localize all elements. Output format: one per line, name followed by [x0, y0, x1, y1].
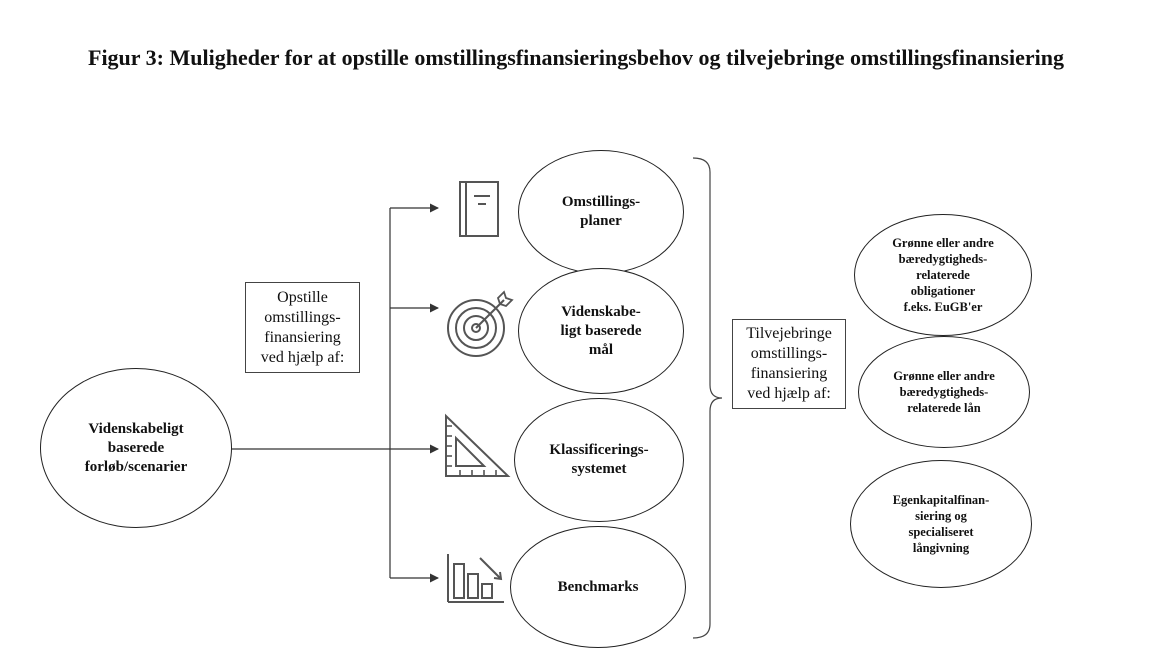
- right-info-box: Tilvejebringe omstillings- finansiering …: [732, 319, 846, 409]
- document-icon: [459, 181, 499, 237]
- bar-chart-icon: [447, 554, 504, 603]
- node-omstillingsplaner-label: Omstillings- planer: [561, 194, 641, 229]
- node-klassificering-label: Klassificerings- systemet: [549, 442, 649, 477]
- node-groenne-obligationer: Grønne eller andre bæredygtigheds- relat…: [854, 214, 1032, 336]
- node-benchmarks-label: Benchmarks: [557, 578, 639, 595]
- node-klassificeringssystemet: Klassificerings- systemet: [514, 398, 684, 522]
- triangle-ruler-icon: [445, 413, 511, 477]
- right-info-box-label: Tilvejebringe omstillings- finansiering …: [746, 325, 832, 402]
- node-obligationer-label: Grønne eller andre bæredygtigheds- relat…: [892, 236, 994, 314]
- left-info-box: Opstille omstillings- finansiering ved h…: [245, 282, 360, 373]
- node-groenne-laan: Grønne eller andre bæredygtigheds- relat…: [858, 336, 1030, 448]
- figure-title: Figur 3: Muligheder for at opstille omst…: [88, 45, 1064, 70]
- left-info-box-label: Opstille omstillings- finansiering ved h…: [260, 288, 345, 366]
- node-benchmarks: Benchmarks: [510, 526, 686, 648]
- node-egenkapitalfinansiering: Egenkapitalfinan- siering og specialiser…: [850, 460, 1032, 588]
- target-icon: [447, 290, 514, 357]
- node-laan-label: Grønne eller andre bæredygtigheds- relat…: [893, 369, 995, 415]
- node-omstillingsplaner: Omstillings- planer: [518, 150, 684, 274]
- node-maal-label: Videnskabe- ligt baserede mål: [560, 303, 642, 358]
- source-node-label: Videnskabeligt baserede forløb/scenarier: [84, 420, 188, 475]
- source-node-scenarios: Videnskabeligt baserede forløb/scenarier: [40, 368, 232, 528]
- node-videnskabeligt-baserede-maal: Videnskabe- ligt baserede mål: [518, 268, 684, 394]
- node-egenkapital-label: Egenkapitalfinan- siering og specialiser…: [892, 493, 990, 555]
- curly-brace: [692, 157, 723, 639]
